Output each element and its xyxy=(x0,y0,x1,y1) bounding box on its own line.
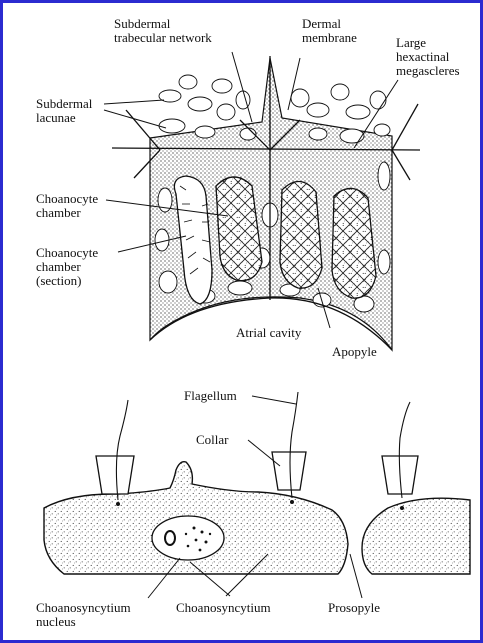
label-atrial-cavity: Atrial cavity xyxy=(236,326,301,340)
label-apopyle: Apopyle xyxy=(332,345,377,359)
label-large-hexactinal-megascleres: Large hexactinal megascleres xyxy=(396,36,460,78)
label-choanocyte-chamber: Choanocyte chamber xyxy=(36,192,98,220)
choanosyncytium-body-right xyxy=(362,498,470,574)
label-subdermal-trabecular-network: Subdermal trabecular network xyxy=(114,17,212,45)
label-dermal-membrane: Dermal membrane xyxy=(302,17,357,45)
label-collar: Collar xyxy=(196,433,229,447)
label-choanocyte-chamber-section: Choanocyte chamber (section) xyxy=(36,246,98,288)
flagella xyxy=(116,392,410,500)
collars xyxy=(96,452,418,494)
label-flagellum: Flagellum xyxy=(184,389,237,403)
choanocyte-chambers xyxy=(216,177,376,298)
choanosyncytium-figure xyxy=(44,392,470,598)
label-prosopyle: Prosopyle xyxy=(328,601,380,615)
label-choanosyncytium-nucleus: Choanosyncytium nucleus xyxy=(36,601,131,629)
label-subdermal-lacunae: Subdermal lacunae xyxy=(36,97,92,125)
label-choanosyncytium: Choanosyncytium xyxy=(176,601,271,615)
nucleus xyxy=(152,516,224,560)
